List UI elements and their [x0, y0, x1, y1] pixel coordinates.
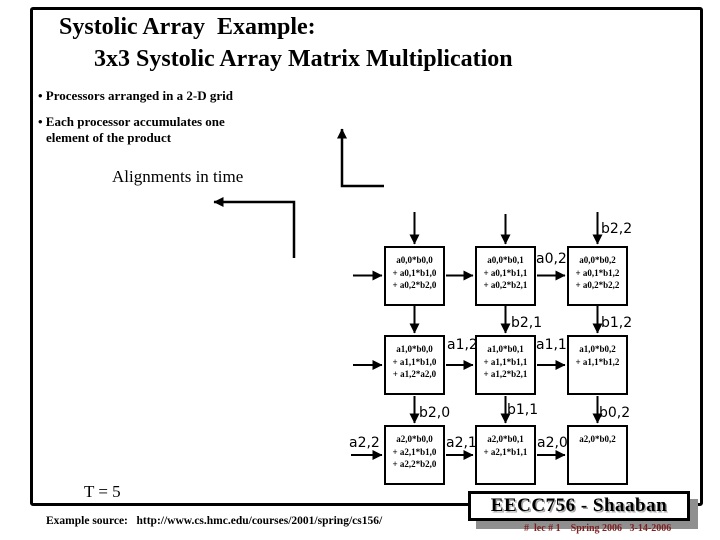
- processor-cell-r0c1: a0,0*b0,1 + a0,1*b1,1 + a0,2*b2,1: [475, 246, 536, 306]
- example-source-label: Example source: http://www.cs.hmc.edu/co…: [46, 515, 383, 527]
- flow-label-b1-1: b1,1: [507, 402, 539, 418]
- course-banner: EECC756 - Shaaban: [468, 491, 690, 521]
- flow-label-b2-0: b2,0: [419, 405, 451, 421]
- bullet-accumulate-line1: • Each processor accumulates one: [38, 114, 225, 129]
- processor-cell-r0c0: a0,0*b0,0 + a0,1*b1,0 + a0,2*b2,0: [384, 246, 445, 306]
- processor-cell-r1c2: a1,0*b0,2 + a1,1*b1,2: [567, 335, 628, 395]
- processor-cell-r2c1: a2,0*b0,1 + a2,1*b1,1: [475, 425, 536, 485]
- flow-label-a2-1: a2,1: [446, 435, 477, 451]
- flow-label-b2-2: b2,2: [601, 221, 633, 237]
- bullet-accumulate-line2: element of the product: [46, 130, 172, 145]
- time-steps-label: T = 5: [84, 482, 121, 501]
- processor-cell-r1c1: a1,0*b0,1 + a1,1*b1,1 + a1,2*b2,1: [475, 335, 536, 395]
- processor-cell-r1c0: a1,0*b0,0 + a1,1*b1,0 + a1,2*a2,0: [384, 335, 445, 395]
- page-title-line1: Systolic Array Example:: [59, 14, 316, 40]
- flow-label-a1-1: a1,1: [536, 337, 567, 353]
- alignments-in-time-label: Alignments in time: [112, 167, 244, 186]
- flow-label-b2-1: b2,1: [511, 315, 543, 331]
- page-title-line2: 3x3 Systolic Array Matrix Multiplication: [94, 46, 513, 72]
- flow-label-b0-2: b0,2: [599, 405, 631, 421]
- processor-cell-r2c2: a2,0*b0,2: [567, 425, 628, 485]
- course-banner-text: EECC756 - Shaaban: [490, 495, 668, 516]
- flow-label-a1-2: a1,2: [447, 337, 478, 353]
- flow-label-a2-0: a2,0: [537, 435, 568, 451]
- processor-cell-r0c2: a0,0*b0,2 + a0,1*b1,2 + a0,2*b2,2: [567, 246, 628, 306]
- lecture-info-label: # lec # 1 Spring 2006 3-14-2006: [524, 523, 672, 534]
- flow-label-a0-2: a0,2: [536, 251, 567, 267]
- processor-cell-r2c0: a2,0*b0,0 + a2,1*b1,0 + a2,2*b2,0: [384, 425, 445, 485]
- bullet-processors-grid: • Processors arranged in a 2-D grid: [38, 88, 233, 103]
- flow-label-b1-2: b1,2: [601, 315, 633, 331]
- flow-label-a2-2: a2,2: [349, 435, 380, 451]
- slide-frame: [30, 7, 703, 506]
